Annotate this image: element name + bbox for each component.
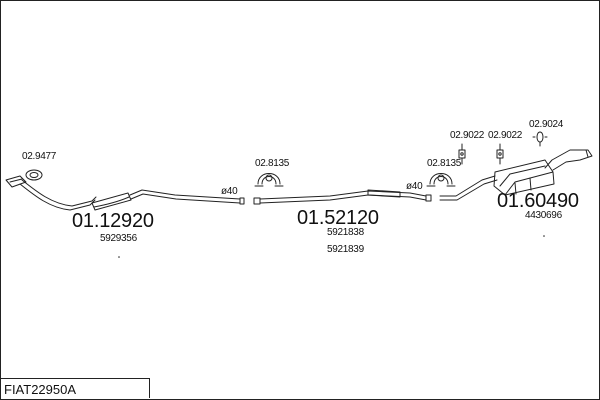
clamp-icon: [254, 173, 284, 187]
clamp-icon: [426, 173, 456, 187]
gasket-icon: [25, 169, 43, 181]
gasket-label: 02.9477: [22, 151, 57, 162]
part-number: 01.52120: [297, 207, 379, 229]
rubber-mount-icon: [496, 143, 504, 165]
oe-number: 5921838: [327, 227, 364, 238]
rubber-mount-label: 02.9022: [488, 130, 523, 141]
clamp-label: 02.8135: [427, 158, 462, 169]
diameter-label: ø40: [406, 181, 423, 192]
middle-pipe-part: [253, 189, 432, 205]
rubber-mount-icon: [458, 143, 466, 165]
diagram-code-box: FIAT22950A: [0, 378, 150, 398]
diameter-label: ø40: [221, 186, 238, 197]
oe-number: 5921839: [327, 244, 364, 255]
oe-number: 4430696: [525, 210, 562, 221]
rubber-mount-label: 02.9024: [529, 119, 564, 130]
part-number: 01.12920: [72, 210, 154, 232]
oe-number: 5929356: [100, 233, 137, 244]
front-pipe-part: [19, 179, 245, 211]
rubber-mount-label: 02.9022: [450, 130, 485, 141]
rear-silencer-part: [439, 149, 593, 201]
diagram-code: FIAT22950A: [4, 382, 77, 397]
part-number: 01.60490: [497, 190, 579, 212]
clamp-label: 02.8135: [255, 158, 290, 169]
rubber-mount-icon: [532, 131, 548, 147]
front-flange-icon: [5, 175, 27, 188]
